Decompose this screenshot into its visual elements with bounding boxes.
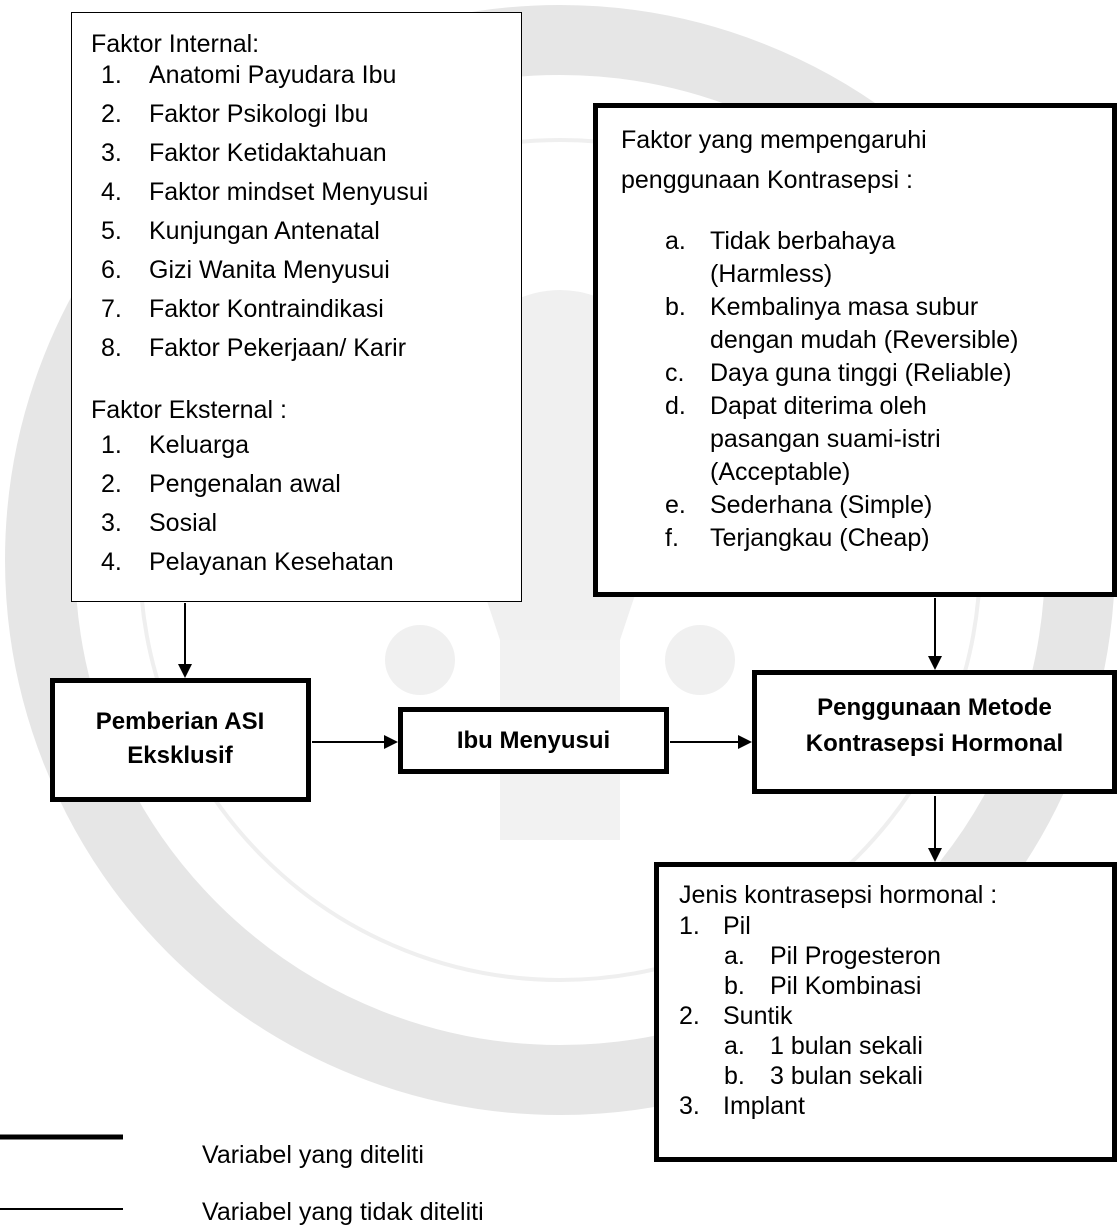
internal-title: Faktor Internal:	[91, 30, 260, 58]
factor-item-line: (Harmless)	[710, 260, 833, 288]
factor-item-line: Kembalinya masa subur	[710, 293, 979, 321]
factor-item-letter: e.	[665, 491, 686, 519]
factors-title-line1: Faktor yang mempengaruhi	[621, 126, 927, 154]
hormonal-type: Implant	[723, 1092, 805, 1120]
hormonal-type: Suntik	[723, 1002, 793, 1030]
hormonal-subtype: 1 bulan sekali	[770, 1032, 923, 1060]
factor-item-line: (Acceptable)	[710, 458, 851, 486]
factor-item-line: Tidak berbahaya	[710, 227, 896, 255]
hormonal-type-number: 2.	[679, 1002, 700, 1030]
contraception-factors-box	[593, 103, 1117, 597]
hormonal-subtype-letter: b.	[724, 1062, 745, 1090]
factor-item-line: dengan mudah (Reversible)	[710, 326, 1019, 354]
external-item-number: 1.	[101, 431, 122, 459]
external-item: Pelayanan Kesehatan	[149, 548, 394, 576]
legend-studied-label: Variabel yang diteliti	[202, 1141, 424, 1169]
hormonal-type-number: 3.	[679, 1092, 700, 1120]
influencing-factors-box	[71, 12, 522, 602]
factors-title-line2: penggunaan Kontrasepsi :	[621, 166, 913, 194]
node-metode-kontrasepsi	[752, 670, 1117, 794]
hormonal-subtype: 3 bulan sekali	[770, 1062, 923, 1090]
external-item-number: 2.	[101, 470, 122, 498]
internal-item-number: 4.	[101, 178, 122, 206]
hormonal-subtype-letter: b.	[724, 972, 745, 1000]
internal-item: Faktor Ketidaktahuan	[149, 139, 387, 167]
factor-item-letter: b.	[665, 293, 686, 321]
factor-item-line: Dapat diterima oleh	[710, 392, 927, 420]
external-item: Keluarga	[149, 431, 250, 459]
hormonal-types-title: Jenis kontrasepsi hormonal :	[679, 881, 998, 909]
external-item: Sosial	[149, 509, 218, 537]
hormonal-subtype-letter: a.	[724, 942, 745, 970]
node-ibu-menyusui	[398, 707, 669, 774]
factor-item-letter: a.	[665, 227, 686, 255]
internal-item-number: 5.	[101, 217, 122, 245]
internal-item: Faktor Psikologi Ibu	[149, 100, 369, 128]
factor-item-line: Terjangkau (Cheap)	[710, 524, 930, 552]
node-pemberian-asi-label: Pemberian ASI Eksklusif	[95, 708, 265, 769]
factor-item-line: pasangan suami-istri	[710, 425, 941, 453]
hormonal-types-box	[654, 862, 1117, 1162]
hormonal-type-number: 1.	[679, 912, 700, 940]
hormonal-subtype-letter: a.	[724, 1032, 745, 1060]
internal-item: Faktor mindset Menyusui	[149, 178, 429, 206]
external-item-number: 4.	[101, 548, 122, 576]
external-title: Faktor Eksternal :	[91, 396, 287, 424]
internal-item: Faktor Kontraindikasi	[149, 295, 384, 323]
external-item-number: 3.	[101, 509, 122, 537]
hormonal-type: Pil	[723, 912, 751, 940]
internal-item: Faktor Pekerjaan/ Karir	[149, 334, 407, 362]
factor-item-letter: f.	[665, 524, 679, 552]
internal-item-number: 6.	[101, 256, 122, 284]
internal-item: Kunjungan Antenatal	[149, 217, 380, 245]
node-ibu-menyusui-label: Ibu Menyusui	[456, 727, 611, 754]
legend-not-studied-label: Variabel yang tidak diteliti	[202, 1198, 484, 1226]
node-pemberian-asi	[50, 678, 311, 802]
internal-item-number: 7.	[101, 295, 122, 323]
internal-item-number: 3.	[101, 139, 122, 167]
internal-item: Anatomi Payudara Ibu	[149, 61, 397, 89]
internal-item-number: 8.	[101, 334, 122, 362]
factor-item-letter: c.	[665, 359, 685, 387]
node-metode-kontrasepsi-label: Penggunaan Metode Kontrasepsi Hormonal	[805, 694, 1064, 757]
hormonal-subtype: Pil Kombinasi	[770, 972, 922, 1000]
external-item: Pengenalan awal	[149, 470, 341, 498]
factor-item-line: Sederhana (Simple)	[710, 491, 933, 519]
internal-item-number: 2.	[101, 100, 122, 128]
factor-item-letter: d.	[665, 392, 686, 420]
internal-item-number: 1.	[101, 61, 122, 89]
factor-item-line: Daya guna tinggi (Reliable)	[710, 359, 1012, 387]
hormonal-subtype: Pil Progesteron	[770, 942, 941, 970]
internal-item: Gizi Wanita Menyusui	[149, 256, 390, 284]
